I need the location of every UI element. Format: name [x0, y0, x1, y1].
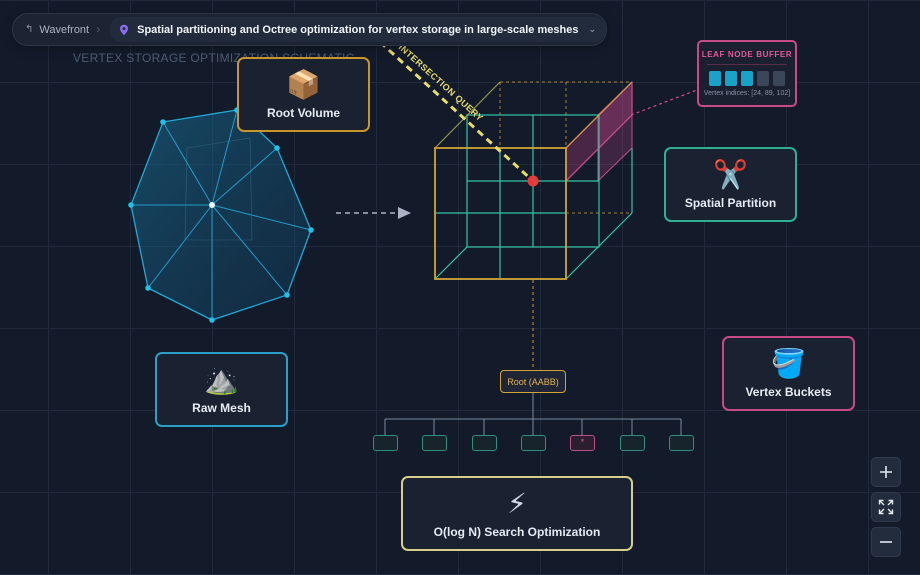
root-volume-card[interactable]: 📦 Root Volume	[237, 57, 370, 132]
minus-icon	[880, 541, 892, 543]
flow-arrow	[336, 207, 411, 219]
search-optimization-card[interactable]: ⚡ O(log N) Search Optimization	[401, 476, 633, 551]
chevron-right-icon: ›	[96, 23, 101, 36]
leaf-buffer-indices: Vertex indices: [24, 89, 102]	[703, 90, 791, 97]
query-label: INTERSECTION QUERY	[397, 42, 486, 123]
bucket-icon: 🪣	[771, 348, 806, 379]
lightning-icon: ⚡	[507, 488, 527, 519]
raw-mesh-label: Raw Mesh	[192, 401, 251, 415]
leaf-connector	[630, 89, 698, 116]
raw-mesh-card[interactable]: ⛰️ Raw Mesh	[155, 352, 288, 427]
leaf-buffer-cell	[757, 71, 769, 86]
tree-root-node[interactable]: Root (AABB)	[500, 370, 566, 393]
tree-child-node[interactable]	[521, 435, 546, 451]
mountain-icon: ⛰️	[204, 364, 239, 395]
plus-icon	[880, 466, 892, 478]
expand-icon	[878, 499, 894, 515]
raw-mesh-drawing	[128, 107, 314, 323]
leaf-buffer-divider	[707, 64, 787, 65]
back-arrow-icon: ↰	[25, 24, 34, 35]
zoom-in-button[interactable]	[871, 457, 901, 487]
leaf-buffer-cell	[773, 71, 785, 86]
vertex-buckets-label: Vertex Buckets	[745, 385, 832, 399]
fit-view-button[interactable]	[871, 492, 901, 522]
search-optimization-label: O(log N) Search Optimization	[433, 525, 601, 539]
package-icon: 📦	[286, 69, 321, 100]
vertex-buckets-card[interactable]: 🪣 Vertex Buckets	[722, 336, 855, 411]
tree-child-node[interactable]	[669, 435, 694, 451]
tree-connectors	[384, 280, 682, 435]
breadcrumb-current-selector[interactable]: Spatial partitioning and Octree optimiza…	[110, 17, 606, 42]
leaf-buffer-cell	[709, 71, 721, 86]
spatial-partition-card[interactable]: ✂️ Spatial Partition	[664, 147, 797, 222]
tree-child-node[interactable]	[620, 435, 645, 451]
leaf-buffer-cell	[725, 71, 737, 86]
tree-child-node[interactable]	[472, 435, 497, 451]
tree-child-node[interactable]	[422, 435, 447, 451]
leaf-buffer-title: LEAF NODE BUFFER	[701, 50, 793, 59]
chevron-down-icon: ⌄	[588, 24, 596, 34]
location-pin-icon	[120, 24, 129, 35]
breadcrumb: ↰ Wavefront .o... › Spatial partitioning…	[12, 13, 607, 46]
breadcrumb-current-label: Spatial partitioning and Octree optimiza…	[137, 23, 579, 36]
octree-cube	[434, 80, 633, 280]
breadcrumb-back-link[interactable]: ↰ Wavefront .o...	[13, 24, 92, 36]
spatial-partition-label: Spatial Partition	[684, 196, 777, 210]
intersection-query-ray: INTERSECTION QUERY	[378, 40, 539, 187]
leaf-buffer-cells	[699, 71, 795, 86]
leaf-buffer-cell	[741, 71, 753, 86]
tree-child-node[interactable]: *	[570, 435, 595, 451]
breadcrumb-back-label: Wavefront .o...	[39, 23, 92, 36]
scissors-icon: ✂️	[713, 159, 748, 190]
leaf-node-buffer[interactable]: LEAF NODE BUFFER Vertex indices: [24, 89…	[697, 40, 797, 107]
root-volume-label: Root Volume	[266, 106, 341, 120]
zoom-out-button[interactable]	[871, 527, 901, 557]
tree-child-node[interactable]	[373, 435, 398, 451]
